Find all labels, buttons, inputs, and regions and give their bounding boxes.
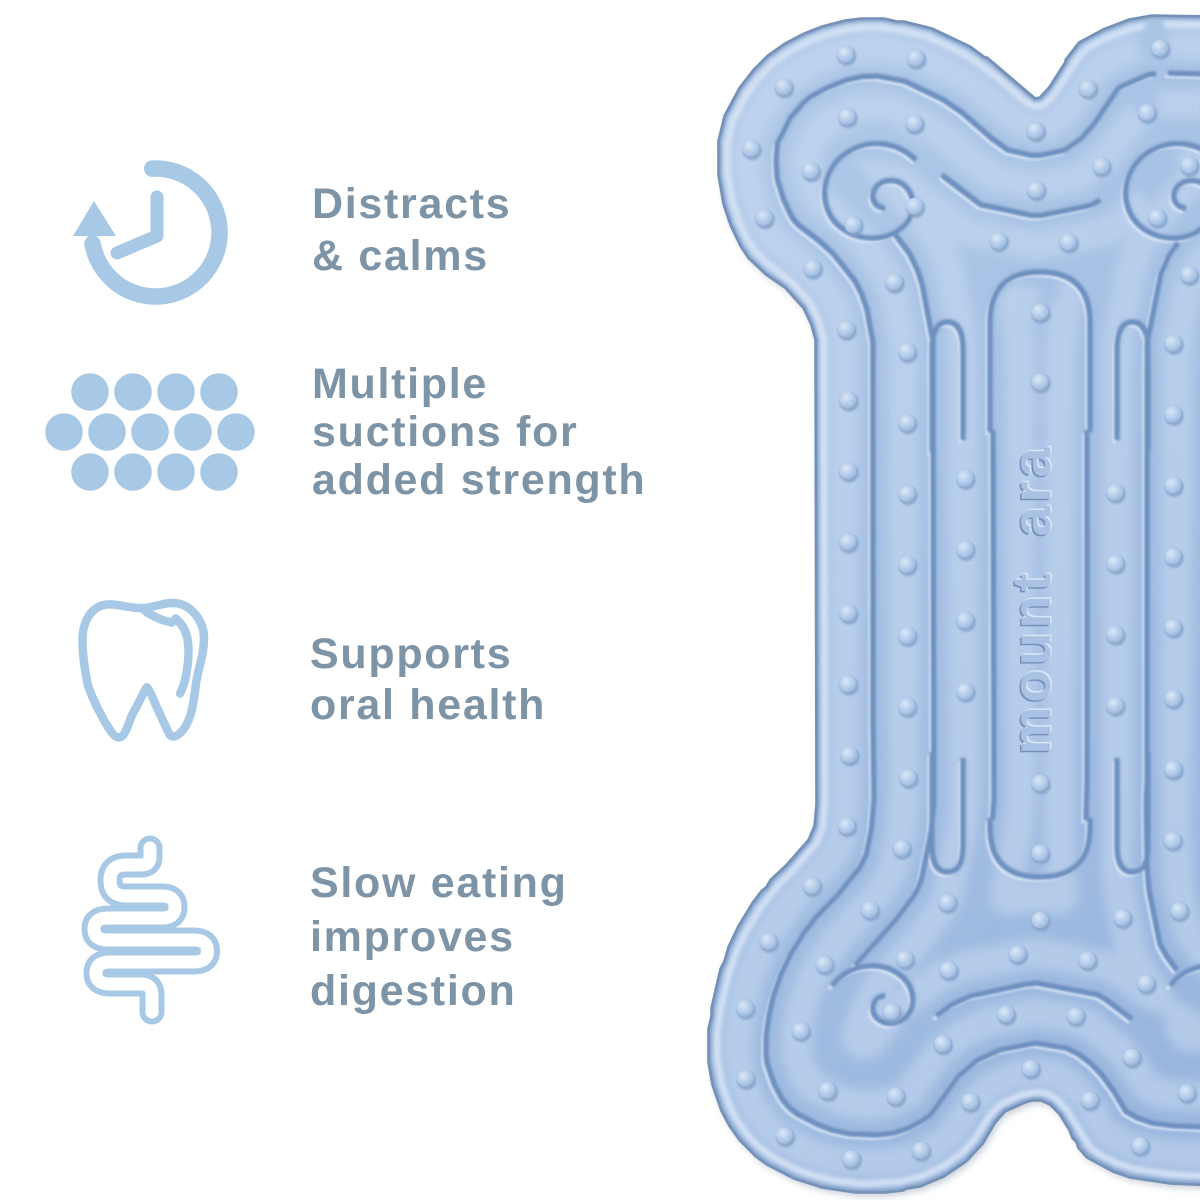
svg-text:mount ara: mount ara	[1001, 445, 1061, 756]
svg-text:mount ara: mount ara	[1002, 443, 1062, 754]
svg-text:mount ara: mount ara	[1004, 442, 1064, 753]
